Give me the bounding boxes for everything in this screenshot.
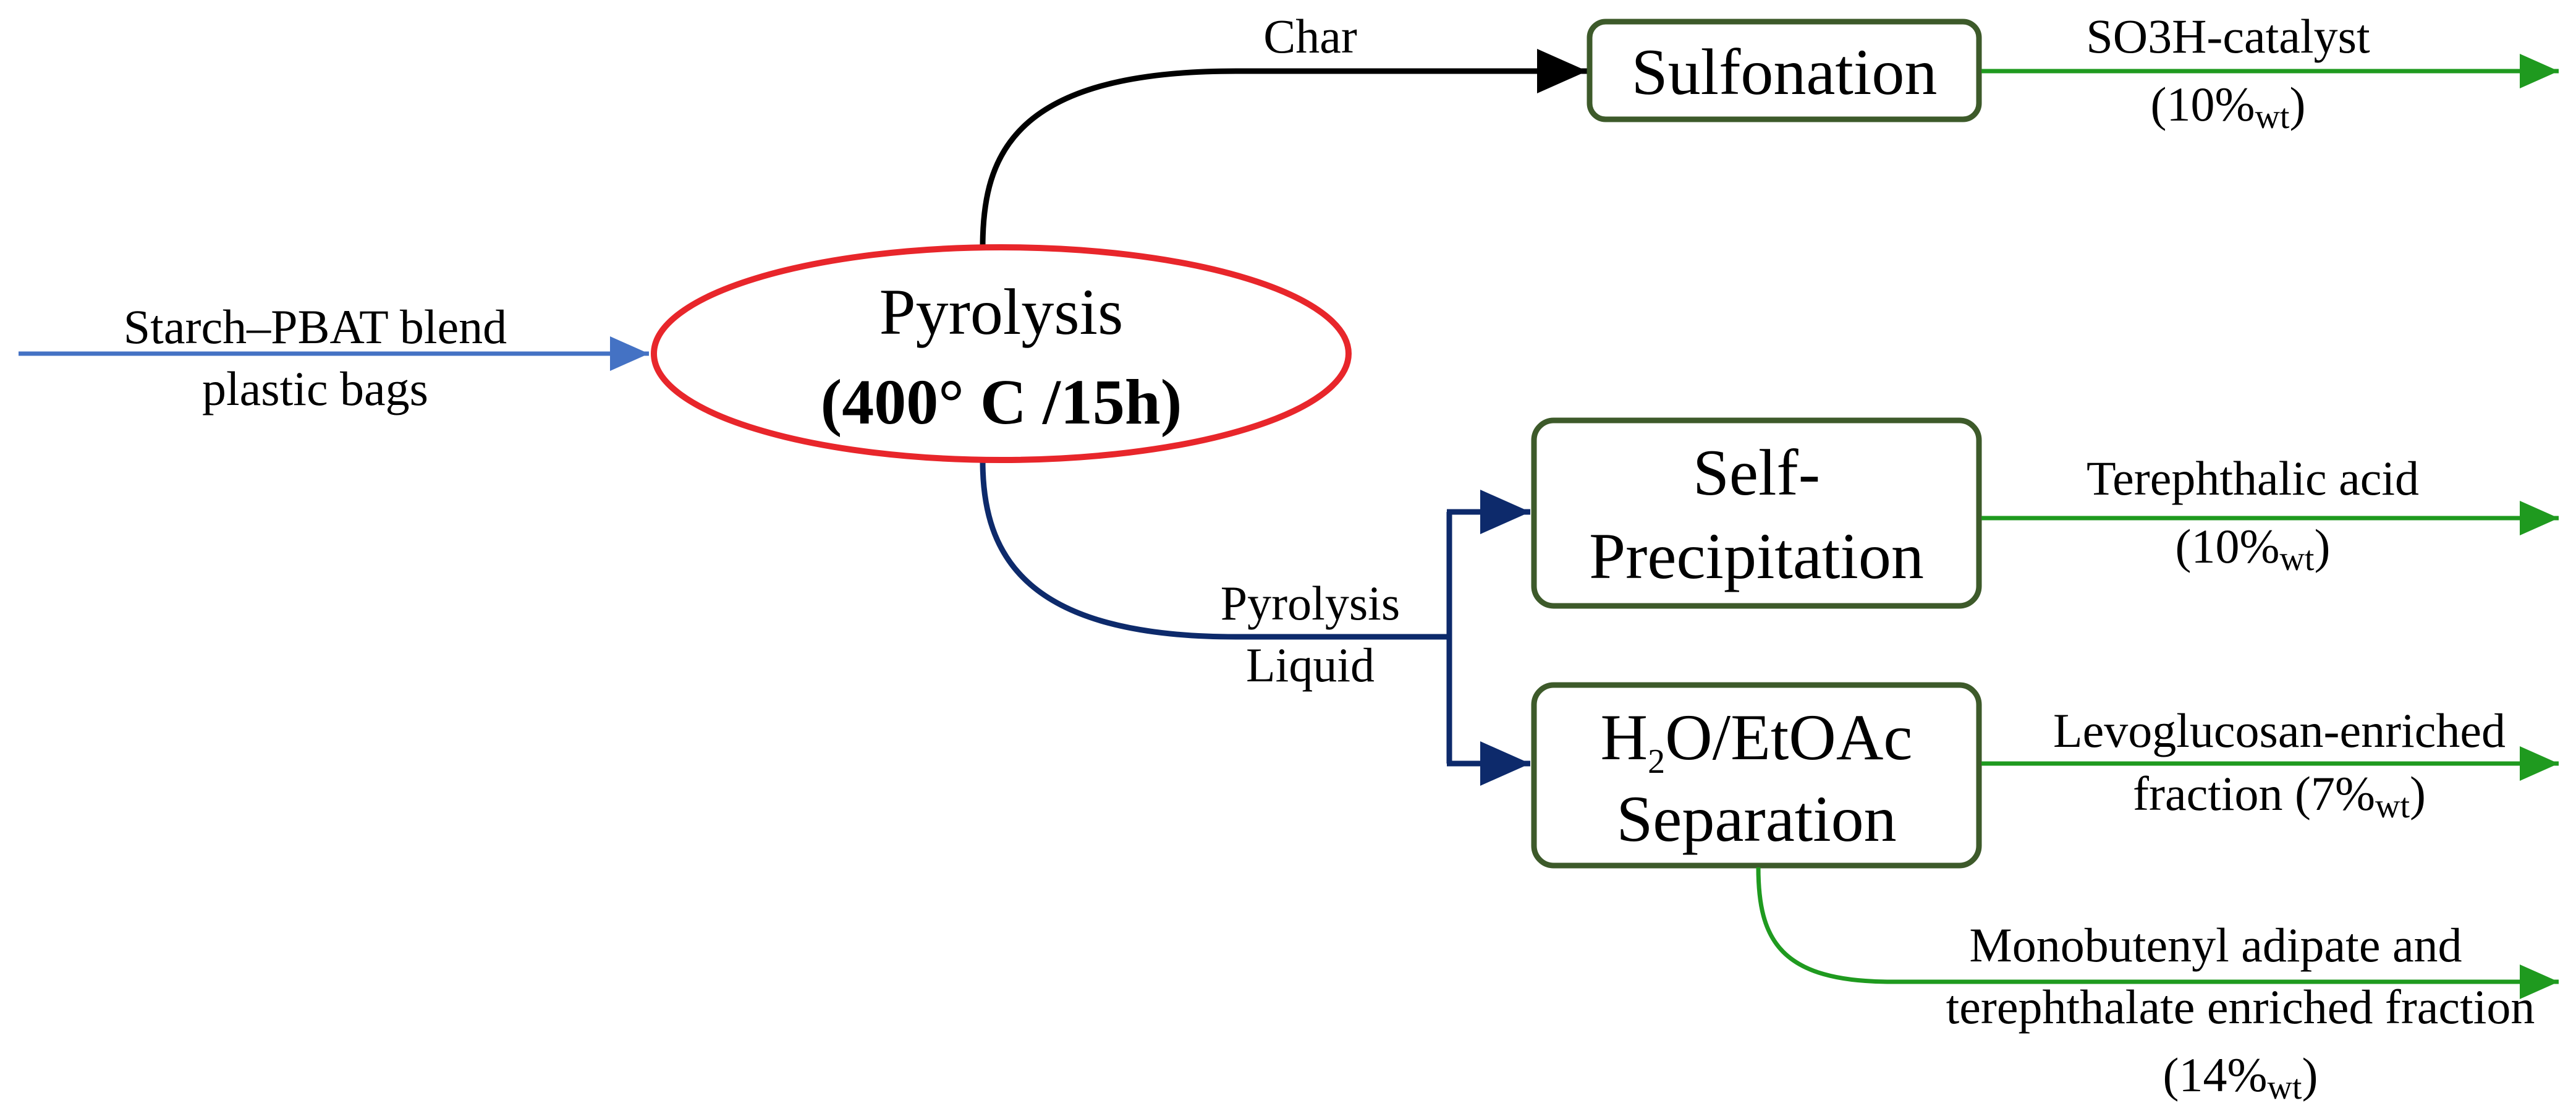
so3h-label: SO3H-catalyst [2086, 9, 2370, 63]
levoglucosan-label: Levoglucosan-enriched [2053, 704, 2506, 757]
monobutenyl-label-line1: Monobutenyl adipate and [1969, 918, 2462, 972]
separation-box [1531, 682, 1982, 869]
input-label-line2: plastic bags [202, 362, 428, 415]
pyrolysis-ellipse [651, 244, 1352, 463]
separation-line1: H2O/EtOAc [1601, 701, 1913, 781]
separation-line2: Separation [1616, 783, 1896, 855]
so3h-yield: (10%wt) [2151, 77, 2306, 136]
sulfonation-box [1587, 19, 1982, 122]
monobutenyl-yield: (14%wt) [2163, 1048, 2318, 1107]
self-precipitation-line1: Self- [1693, 436, 1820, 509]
levoglucosan-yield: fraction (7%wt) [2133, 767, 2426, 825]
input-label-line1: Starch–PBAT blend [124, 300, 507, 354]
liquid-label-line2: Liquid [1246, 638, 1375, 692]
liquid-label-line1: Pyrolysis [1221, 576, 1400, 630]
sulfonation-title: Sulfonation [1632, 36, 1938, 108]
monobutenyl-product-arrow [1756, 867, 2559, 999]
pyrolysis-title: Pyrolysis [879, 276, 1124, 348]
self-precipitation-box [1531, 417, 1982, 609]
terephthalic-yield: (10%wt) [2176, 519, 2331, 578]
self-precipitation-line2: Precipitation [1589, 520, 1924, 592]
char-label: Char [1263, 9, 1357, 63]
char-branch-line [980, 49, 1587, 248]
terephthalic-label: Terephthalic acid [2087, 451, 2419, 505]
pyrolysis-condition: (400° C /15h) [821, 367, 1182, 438]
monobutenyl-label-line2: terephthalate enriched fraction [1946, 980, 2535, 1034]
liquid-branch-line [980, 460, 1449, 640]
